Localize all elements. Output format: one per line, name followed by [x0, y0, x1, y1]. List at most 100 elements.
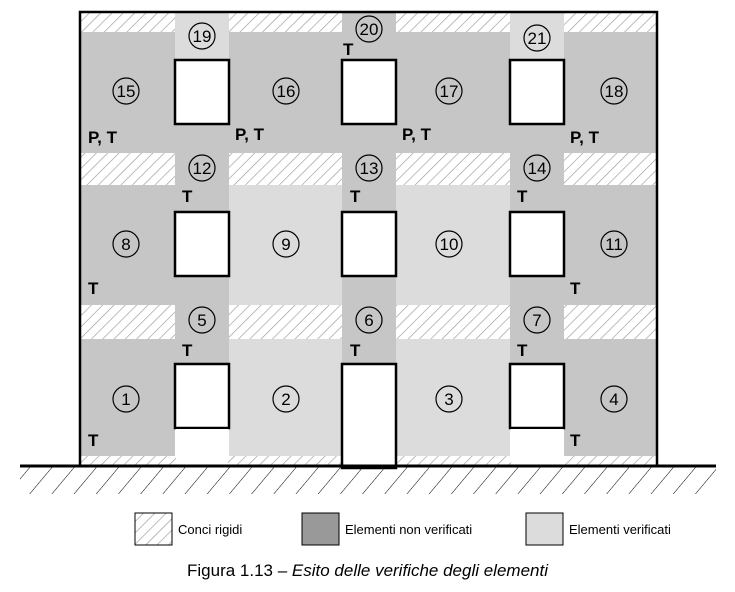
element-10: [396, 185, 510, 305]
element-number: 16: [277, 82, 296, 101]
element-verification-mark: T: [343, 40, 354, 59]
legend-label-verified: Elementi verificati: [569, 522, 671, 537]
element-19: [175, 12, 229, 60]
element-label-circle: [435, 230, 463, 258]
element-number: 3: [444, 390, 453, 409]
pier-strip: [342, 124, 396, 153]
element-verification-mark: P, T: [88, 128, 118, 147]
element-label-circle: [188, 22, 216, 50]
element-label-circle: [355, 154, 383, 182]
element-label-circle: [272, 385, 300, 413]
caption-title: Esito delle verifiche degli elementi: [291, 561, 548, 580]
pier-strip: [342, 276, 396, 305]
window-opening: [508, 210, 566, 278]
element-6: [342, 305, 396, 364]
figure-caption: Figura 1.13 – Esito delle verifiche degl…: [0, 561, 735, 581]
element-number: 6: [364, 311, 373, 330]
element-verification-mark: T: [182, 187, 193, 206]
element-label-circle: [523, 24, 551, 52]
window-opening: [340, 210, 398, 278]
element-verification-mark: T: [350, 187, 361, 206]
window-opening: [508, 58, 566, 126]
element-number: 17: [440, 82, 459, 101]
element-verification-mark: P, T: [402, 125, 432, 144]
element-8: [80, 185, 175, 305]
ground: [20, 464, 716, 494]
element-20: [342, 12, 396, 60]
element-number: 5: [197, 311, 206, 330]
element-label-circle: [600, 230, 628, 258]
element-verification-mark: T: [517, 187, 528, 206]
pier-strip: [175, 124, 229, 153]
element-label-circle: [435, 77, 463, 105]
window-opening: [508, 362, 566, 430]
window-opening: [173, 362, 231, 430]
legend-swatch-verified: [525, 512, 564, 546]
building-walls: [80, 12, 657, 466]
openings: [173, 58, 566, 470]
element-verification-mark: T: [570, 431, 581, 450]
element-number: 21: [528, 29, 547, 48]
legend-label-non-verified: Elementi non verificati: [345, 522, 472, 537]
element-number: 13: [360, 159, 379, 178]
legend: Conci rigidi Elementi non verificati Ele…: [134, 512, 671, 546]
element-number: 12: [193, 159, 212, 178]
element-label-circle: [435, 385, 463, 413]
pier-strip: [510, 124, 564, 153]
element-2: [229, 339, 342, 456]
element-number: 15: [117, 82, 136, 101]
legend-swatch-rigid: [134, 512, 173, 546]
element-label-circle: [523, 154, 551, 182]
element-14: [510, 153, 564, 212]
element-label-circle: [272, 230, 300, 258]
element-label-circle: [600, 77, 628, 105]
window-opening: [173, 210, 231, 278]
element-label-circle: [523, 306, 551, 334]
element-3: [396, 339, 510, 456]
element-verification-mark: T: [182, 341, 193, 360]
door-opening: [340, 362, 398, 470]
element-number: 8: [121, 235, 130, 254]
element-13: [342, 153, 396, 212]
element-label-circle: [188, 154, 216, 182]
element-number: 7: [532, 311, 541, 330]
element-number: 20: [360, 20, 379, 39]
legend-swatch-non-verified: [301, 512, 340, 546]
element-verification-mark: P, T: [235, 125, 265, 144]
element-label-circle: [112, 230, 140, 258]
window-opening: [340, 58, 398, 126]
wall-below-window: [511, 429, 563, 466]
element-label-circle: [272, 77, 300, 105]
pier-strip: [175, 276, 229, 305]
wall-below-window: [176, 429, 228, 466]
element-number: 1: [121, 390, 130, 409]
element-1: [80, 339, 175, 456]
element-number: 4: [609, 390, 618, 409]
element-number: 14: [528, 159, 547, 178]
element-verification-mark: T: [88, 431, 99, 450]
element-verification-mark: T: [517, 341, 528, 360]
caption-prefix: Figura 1.13 –: [187, 561, 292, 580]
element-18: [564, 32, 657, 153]
element-number: 2: [281, 390, 290, 409]
element-15: [80, 32, 175, 153]
element-12: [175, 153, 229, 212]
element-number: 11: [605, 235, 623, 254]
pier-strip: [510, 276, 564, 305]
element-9: [229, 185, 342, 305]
window-opening: [173, 58, 231, 126]
element-label-circle: [112, 385, 140, 413]
element-verification-mark: P, T: [570, 128, 600, 147]
element-5: [175, 305, 229, 364]
element-4: [564, 339, 657, 456]
element-11: [564, 185, 657, 305]
element-21: [510, 12, 564, 60]
element-number: 9: [281, 235, 290, 254]
element-number: 19: [193, 27, 212, 46]
element-7: [510, 305, 564, 364]
element-label-circle: [188, 306, 216, 334]
element-number: 10: [440, 235, 459, 254]
element-label-circle: [355, 306, 383, 334]
